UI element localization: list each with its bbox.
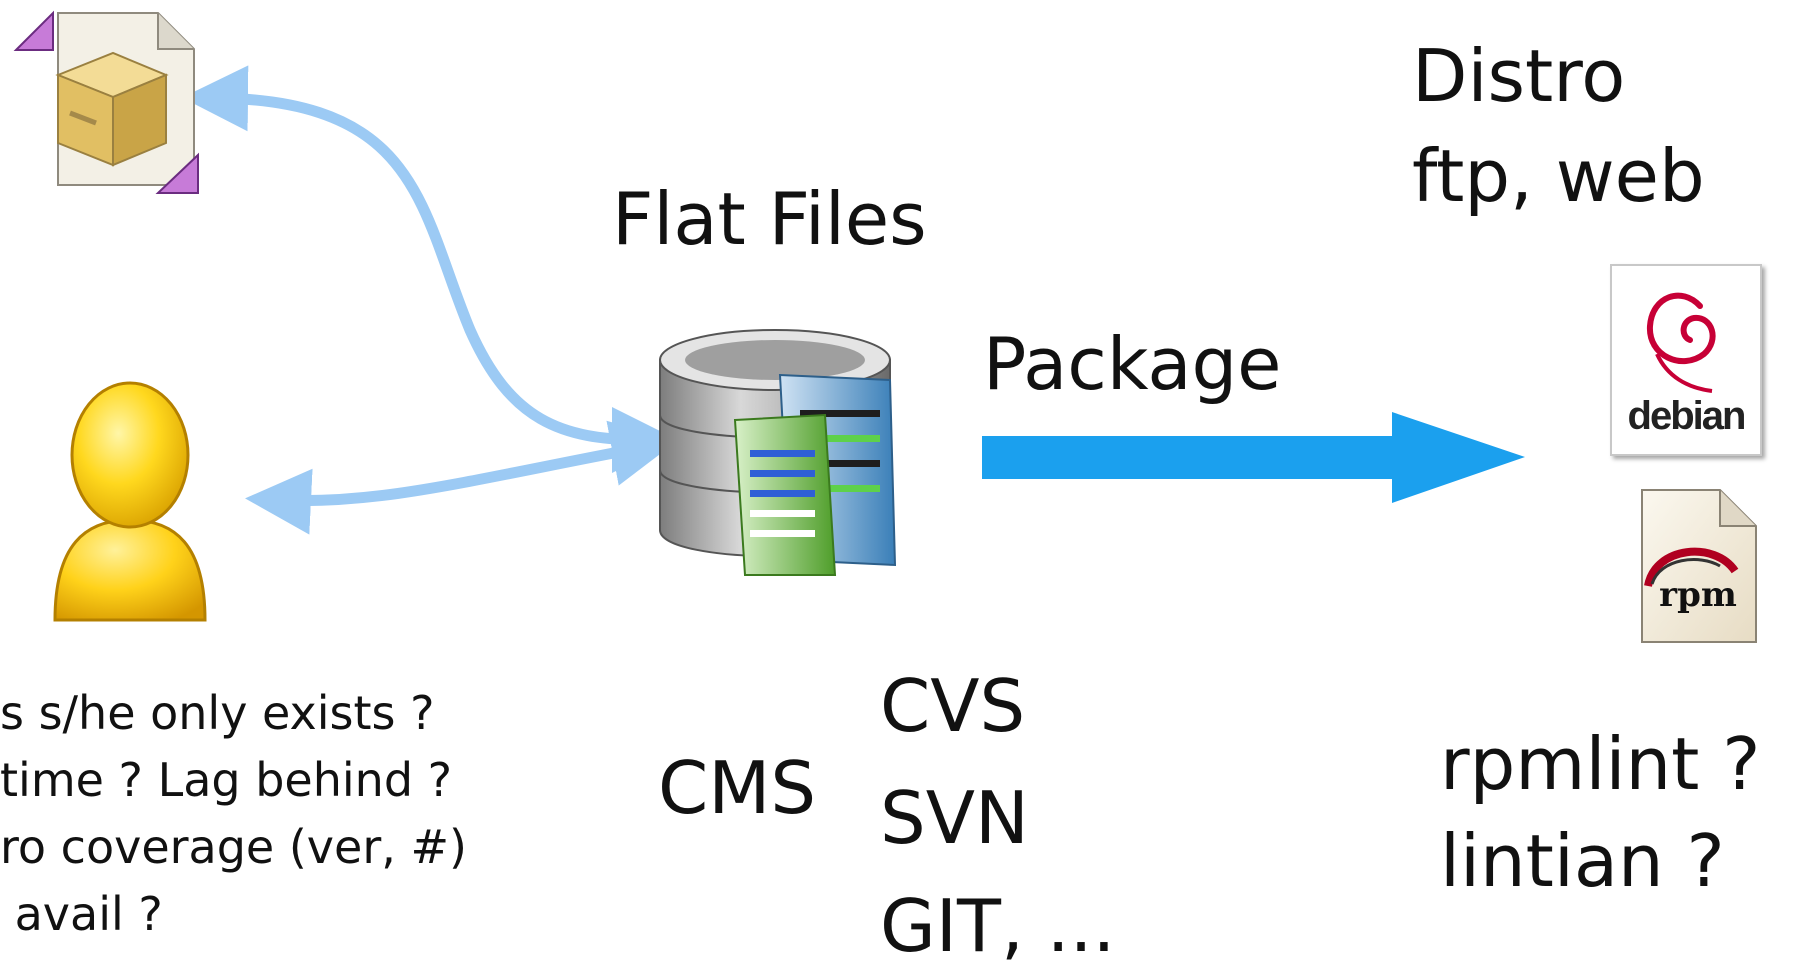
- debian-logo-icon: debian: [1610, 264, 1762, 456]
- package-label: Package: [983, 322, 1282, 406]
- rpm-file-icon: rpm: [1620, 486, 1760, 646]
- vcs-item: CVS: [880, 664, 1026, 748]
- question-line: s s/he only exists ?: [0, 686, 435, 740]
- lint-item: lintian ?: [1440, 819, 1725, 903]
- cms-label: CMS: [658, 746, 817, 830]
- distro-label-line2: ftp, web: [1412, 134, 1705, 218]
- vcs-item: GIT, ...: [880, 884, 1116, 968]
- database-files-icon: [650, 320, 910, 580]
- debian-logo-text: debian: [1627, 394, 1747, 438]
- question-line: ro coverage (ver, #): [0, 820, 467, 874]
- lint-item: rpmlint ?: [1440, 722, 1761, 806]
- user-to-flatfiles-arrow: [245, 420, 678, 535]
- vcs-item: SVN: [880, 776, 1029, 860]
- distro-label-line1: Distro: [1412, 34, 1626, 118]
- flat-files-label: Flat Files: [612, 177, 927, 261]
- user-icon: [30, 370, 230, 625]
- question-line: avail ?: [0, 887, 163, 941]
- package-arrow: [982, 412, 1525, 503]
- box-to-flatfiles-arrow: [182, 65, 678, 473]
- package-box-icon: [8, 5, 204, 195]
- rpm-logo-text: rpm: [1659, 575, 1737, 615]
- question-line: time ? Lag behind ?: [0, 753, 453, 807]
